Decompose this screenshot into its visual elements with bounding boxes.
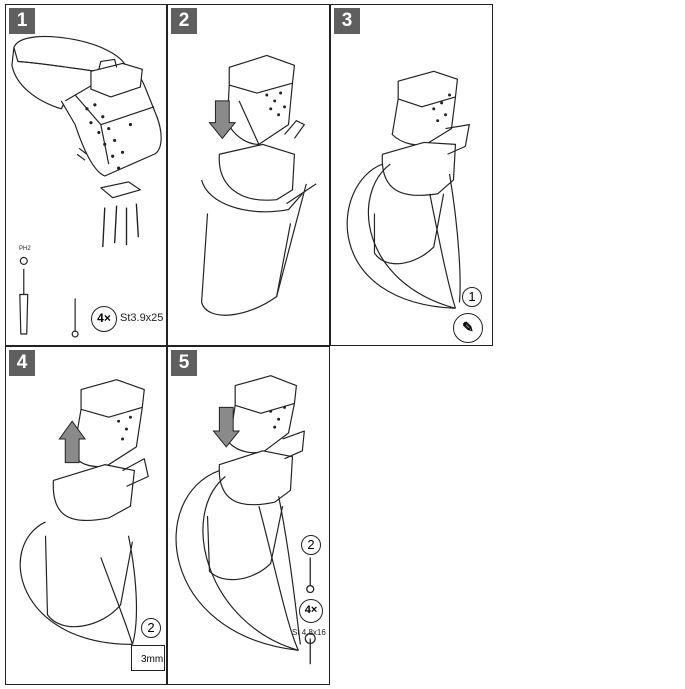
hex-key-size-label: 3mm xyxy=(141,654,164,665)
fastener-count-badge: 4× xyxy=(91,306,117,332)
step-2-illustration xyxy=(200,54,317,316)
fastener-count-badge: 4× xyxy=(299,599,323,623)
callout-2-badge: 2 xyxy=(141,618,161,638)
step-1-panel: 1 xyxy=(5,4,167,346)
step-3-number: 3 xyxy=(334,8,360,34)
step-5-panel: 5 xyxy=(167,346,330,685)
step-4-illustration xyxy=(19,379,149,645)
hex-key-icon: 3mm xyxy=(131,645,165,671)
step-3-panel: 3 1 ✎ xyxy=(330,4,493,346)
callout-1-badge: 1 xyxy=(462,287,482,307)
step-3-illustration xyxy=(346,70,470,309)
step-5-number: 5 xyxy=(171,350,197,376)
step-2-number: 2 xyxy=(171,8,197,34)
screw-spec-label: St 4,8x16 xyxy=(292,628,326,637)
step-5-illustration xyxy=(175,375,316,665)
callout-2-badge: 2 xyxy=(301,535,321,555)
step-1-number: 1 xyxy=(9,8,35,34)
step-4-panel: 4 2 3mm xyxy=(5,346,167,685)
step-1-illustration xyxy=(11,35,162,338)
step-4-number: 4 xyxy=(9,350,35,376)
step-2-panel: 2 xyxy=(167,4,330,346)
clip-tool-icon: ✎ xyxy=(453,313,483,343)
screwdriver-type-label: PH2 xyxy=(19,246,31,252)
screw-spec-label: St3.9x25 xyxy=(120,312,164,324)
